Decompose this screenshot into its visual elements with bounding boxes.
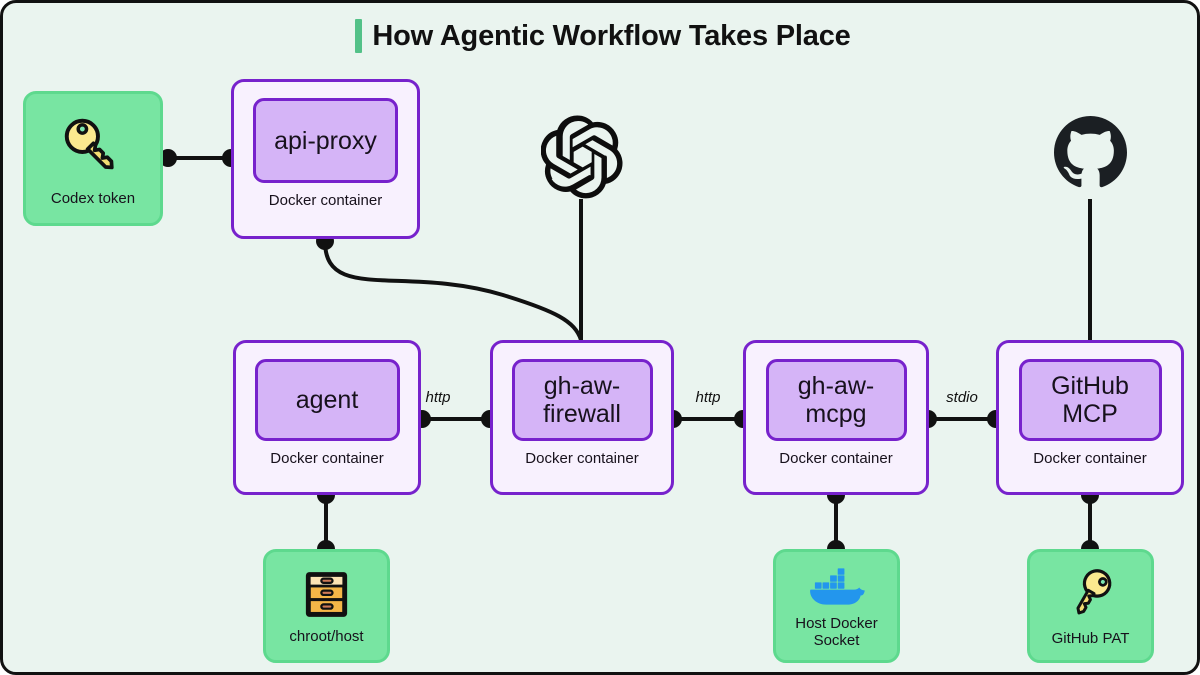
node-api-proxy-title: api-proxy	[253, 98, 398, 183]
github-logo	[1054, 116, 1127, 194]
node-gh-aw-firewall-subtitle: Docker container	[525, 450, 639, 467]
node-chroot-host[interactable]: chroot/host	[263, 549, 390, 663]
file-cabinet-icon	[299, 567, 354, 622]
node-github-mcp[interactable]: GitHub MCP Docker container	[996, 340, 1184, 495]
node-chroot-host-label: chroot/host	[289, 627, 364, 645]
node-host-docker-socket-label: Host Docker Socket	[795, 615, 878, 650]
node-gh-aw-firewall-title: gh-aw- firewall	[511, 359, 653, 441]
node-codex-token-label: Codex token	[50, 189, 136, 207]
node-host-docker-socket[interactable]: Host Docker Socket	[773, 549, 900, 663]
node-gh-aw-firewall-title-line2: firewall	[543, 400, 621, 428]
edge-label-firewall-mcpg: http	[695, 389, 721, 406]
node-gh-aw-mcpg[interactable]: gh-aw- mcpg Docker container	[743, 340, 929, 495]
node-github-pat[interactable]: GitHub PAT	[1027, 549, 1154, 663]
node-api-proxy[interactable]: api-proxy Docker container	[231, 79, 420, 239]
node-gh-aw-firewall-title-line1: gh-aw-	[543, 372, 621, 400]
node-agent[interactable]: agent Docker container	[233, 340, 421, 495]
node-github-pat-label: GitHub PAT	[1051, 630, 1130, 648]
edge-label-agent-firewall: http	[425, 389, 451, 406]
node-api-proxy-subtitle: Docker container	[268, 192, 383, 209]
node-gh-aw-mcpg-subtitle: Docker container	[779, 450, 893, 467]
node-host-docker-socket-label-line1: Host Docker	[795, 614, 878, 632]
openai-logo	[540, 115, 623, 204]
key-icon	[1061, 564, 1121, 624]
node-agent-title: agent	[254, 359, 400, 441]
node-agent-subtitle: Docker container	[270, 450, 384, 467]
edge-label-mcpg-githubmcp: stdio	[946, 389, 978, 406]
node-gh-aw-mcpg-title-line2: mcpg	[805, 400, 867, 428]
node-host-docker-socket-label-line2: Socket	[813, 632, 860, 649]
node-gh-aw-mcpg-title: gh-aw- mcpg	[765, 359, 907, 441]
connector-wires	[159, 149, 1099, 558]
node-gh-aw-firewall[interactable]: gh-aw- firewall Docker container	[490, 340, 674, 495]
node-github-mcp-title: GitHub MCP	[1018, 359, 1162, 441]
key-icon	[56, 110, 130, 184]
docker-whale-icon	[808, 563, 866, 609]
title-text: How Agentic Workflow Takes Place	[372, 19, 851, 52]
node-github-mcp-title-line2: MCP	[1062, 400, 1118, 428]
node-github-mcp-subtitle: Docker container	[1033, 450, 1147, 467]
title-accent-bar	[355, 19, 363, 53]
node-codex-token[interactable]: Codex token	[23, 91, 163, 226]
node-github-mcp-title-line1: GitHub	[1051, 372, 1129, 400]
page-title: How Agentic Workflow Takes Place	[3, 19, 1197, 53]
node-gh-aw-mcpg-title-line1: gh-aw-	[797, 372, 875, 400]
